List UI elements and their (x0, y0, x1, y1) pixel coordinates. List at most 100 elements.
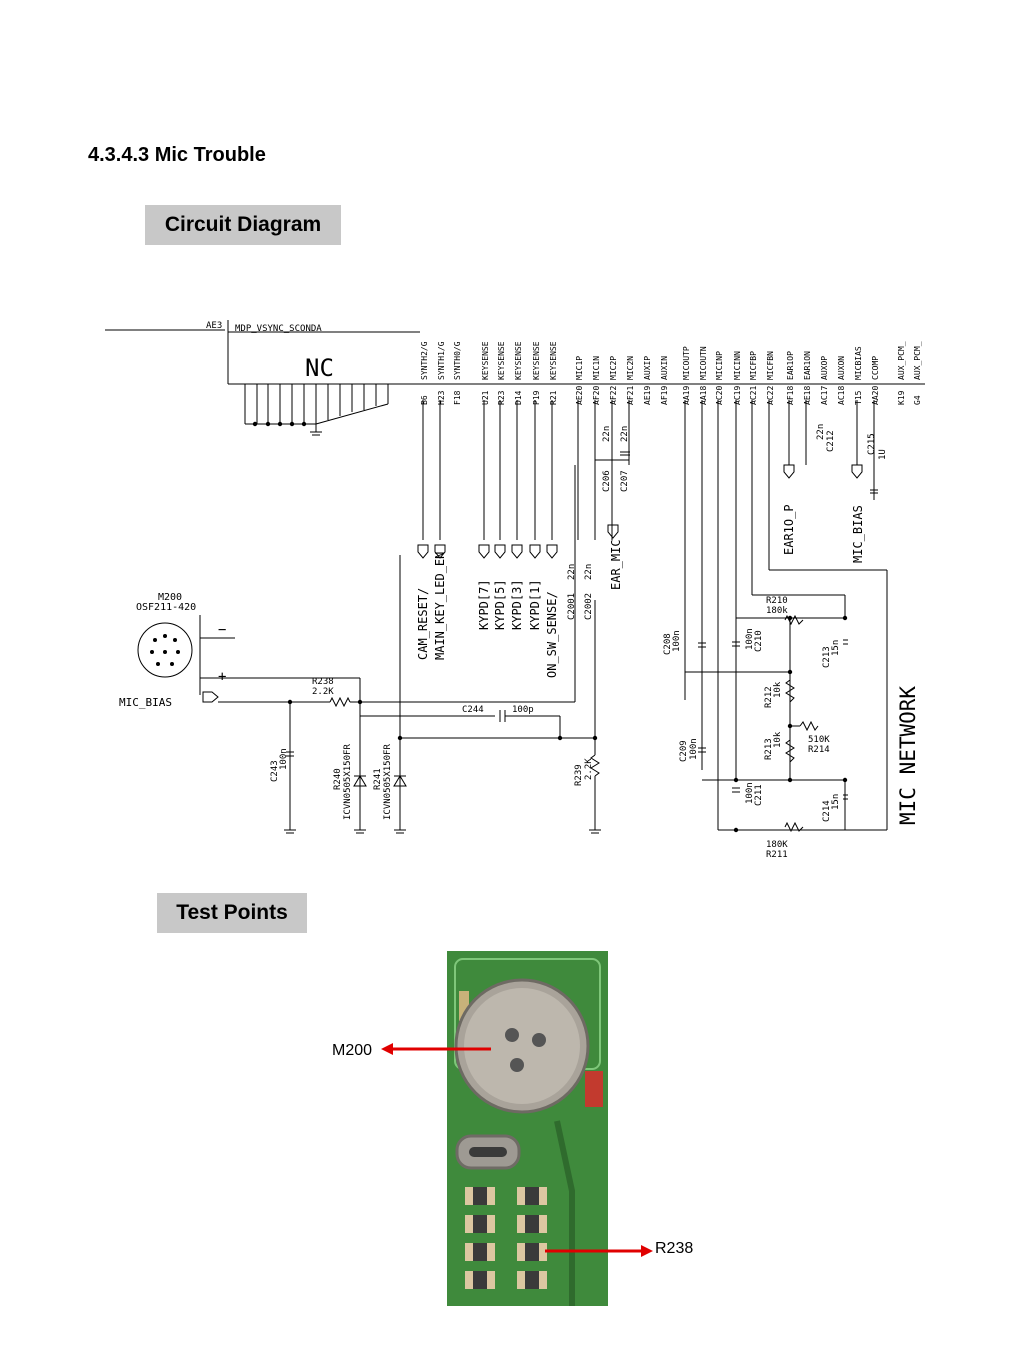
c2002-ref: C2002 (584, 593, 594, 620)
c243-ref: C243 (270, 760, 280, 782)
pin-name-16: MICINP (715, 351, 724, 380)
pin-ball-1: H23 (437, 390, 446, 405)
pin-name-22: AUXOP (820, 356, 829, 380)
r238-arrow (545, 1245, 653, 1257)
c207-val: 22n (620, 426, 630, 442)
c211-val: 100n (745, 782, 755, 804)
net-main-key-led-en: MAIN_KEY_LED_EN (433, 552, 447, 660)
mic-bias-input: MIC_BIAS (119, 696, 172, 709)
c213-ref: C213 (822, 646, 832, 668)
r211-ref: R211 (766, 850, 788, 860)
pin-ball-3: U21 (481, 390, 490, 405)
pin-name-15: MICOUTN (699, 346, 708, 380)
pin-name-20: EAR1OP (786, 351, 795, 380)
c2002-val: 22n (584, 564, 594, 580)
r238-callout-label: R238 (655, 1240, 694, 1257)
r213-ref: R213 (764, 738, 774, 760)
pin-name-23: AUXON (837, 356, 846, 380)
ae3-label: AE3 (206, 321, 222, 331)
net-kypd7: KYPD[7] (477, 579, 491, 630)
pin-ball-9: AF20 (592, 386, 601, 405)
pin-ball-18: AC21 (749, 386, 758, 405)
net-ear1o-p: EAR1O_P (782, 504, 796, 555)
c210-ref: C210 (754, 630, 764, 652)
pin-name-4: KEYSENSE (497, 341, 506, 380)
circuit-schematic: AE3 MDP_VSYNC_SCONDA NC SYNTH2/GB6SYNTH1… (105, 320, 925, 860)
pin-name-18: MICFBP (749, 351, 758, 380)
pin-ball-20: AF18 (786, 386, 795, 405)
net-on-sw-sense: ON_SW_SENSE/ (545, 591, 559, 678)
r212-val: 10k (773, 681, 783, 698)
pin-ball-11: AF21 (626, 386, 635, 405)
c2001-val: 22n (567, 564, 577, 580)
c244-val: 100p (512, 705, 534, 715)
pin-name-26: AUX_PCM_ (897, 341, 906, 380)
r214-val: 510K (808, 735, 830, 745)
top-pin-labels: SYNTH2/GB6SYNTH1/GH23SYNTH0/GF18KEYSENSE… (420, 341, 922, 405)
c215-val: 1U (878, 449, 888, 460)
pin-ball-14: AA19 (682, 386, 691, 405)
circuit-diagram-label: Circuit Diagram (145, 205, 341, 245)
pin-ball-5: D14 (514, 390, 523, 405)
pin-name-14: MICOUTP (682, 346, 691, 380)
pin-name-5: KEYSENSE (514, 341, 523, 380)
net-ear-mic: EAR_MIC (609, 539, 623, 590)
c244-ref: C244 (462, 705, 484, 715)
c212-ref: C212 (826, 430, 836, 452)
c214-ref: C214 (822, 800, 832, 822)
pin-ball-10: AF22 (609, 386, 618, 405)
pin-name-1: SYNTH1/G (437, 341, 446, 380)
c208-ref: C208 (663, 633, 673, 655)
pin-ball-22: AC17 (820, 386, 829, 405)
c206-val: 22n (602, 426, 612, 442)
pin-name-12: AUXIP (643, 356, 652, 380)
pin-name-9: MIC1N (592, 356, 601, 380)
net-kypd5: KYPD[5] (493, 579, 507, 630)
pin-ball-16: AC20 (715, 386, 724, 405)
pin-name-11: MIC2N (626, 356, 635, 380)
vsync-label: MDP_VSYNC_SCONDA (235, 324, 322, 334)
pin-ball-8: AE20 (575, 386, 584, 405)
r241-ref: R241 (373, 768, 383, 790)
pin-ball-27: G4 (913, 395, 922, 405)
r238-val: 2.2K (312, 687, 334, 697)
pin-ball-4: R23 (497, 390, 506, 405)
m200-callout-label: M200 (332, 1042, 373, 1059)
mic-network-label: MIC NETWORK (896, 686, 920, 825)
section-heading: 4.3.4.3 Mic Trouble (88, 144, 266, 166)
c212-val: 22n (816, 424, 826, 440)
r212-ref: R212 (764, 686, 774, 708)
pin-ball-13: AF19 (660, 386, 669, 405)
r238-ref: R238 (312, 677, 334, 687)
c206-ref: C206 (602, 470, 612, 492)
c215-ref: C215 (867, 433, 877, 455)
c243-val: 100n (279, 748, 289, 770)
pin-name-0: SYNTH2/G (420, 341, 429, 380)
pin-name-6: KEYSENSE (532, 341, 541, 380)
c210-val: 100n (745, 628, 755, 650)
pin-ball-26: K19 (897, 390, 906, 405)
r241-part: ICVN0505X150FR (383, 744, 393, 820)
pin-ball-23: AC18 (837, 386, 846, 405)
mic-plus: + (218, 669, 226, 685)
c209-ref: C209 (679, 740, 689, 762)
pin-name-25: CCOMP (871, 356, 880, 380)
pin-ball-7: R21 (549, 390, 558, 405)
pin-ball-6: P19 (532, 390, 541, 405)
r239-val: 2.2K (584, 758, 594, 780)
pin-ball-2: F18 (453, 390, 462, 405)
pin-name-17: MICINN (733, 351, 742, 380)
nc-label: NC (305, 354, 334, 382)
m200-ref: M200 (158, 592, 182, 603)
pin-ball-17: AC19 (733, 386, 742, 405)
m200-part: OSF211-420 (136, 602, 196, 613)
pin-ball-25: AA20 (871, 386, 880, 405)
net-cam-reset: CAM_RESET/ (416, 588, 430, 660)
pin-name-27: AUX_PCM_ (913, 341, 922, 380)
pin-name-8: MIC1P (575, 356, 584, 380)
pin-name-7: KEYSENSE (549, 341, 558, 380)
pin-ball-12: AE19 (643, 386, 652, 405)
pcb-photo (447, 951, 608, 1306)
r214-ref: R214 (808, 745, 830, 755)
r240-ref: R240 (333, 768, 343, 790)
